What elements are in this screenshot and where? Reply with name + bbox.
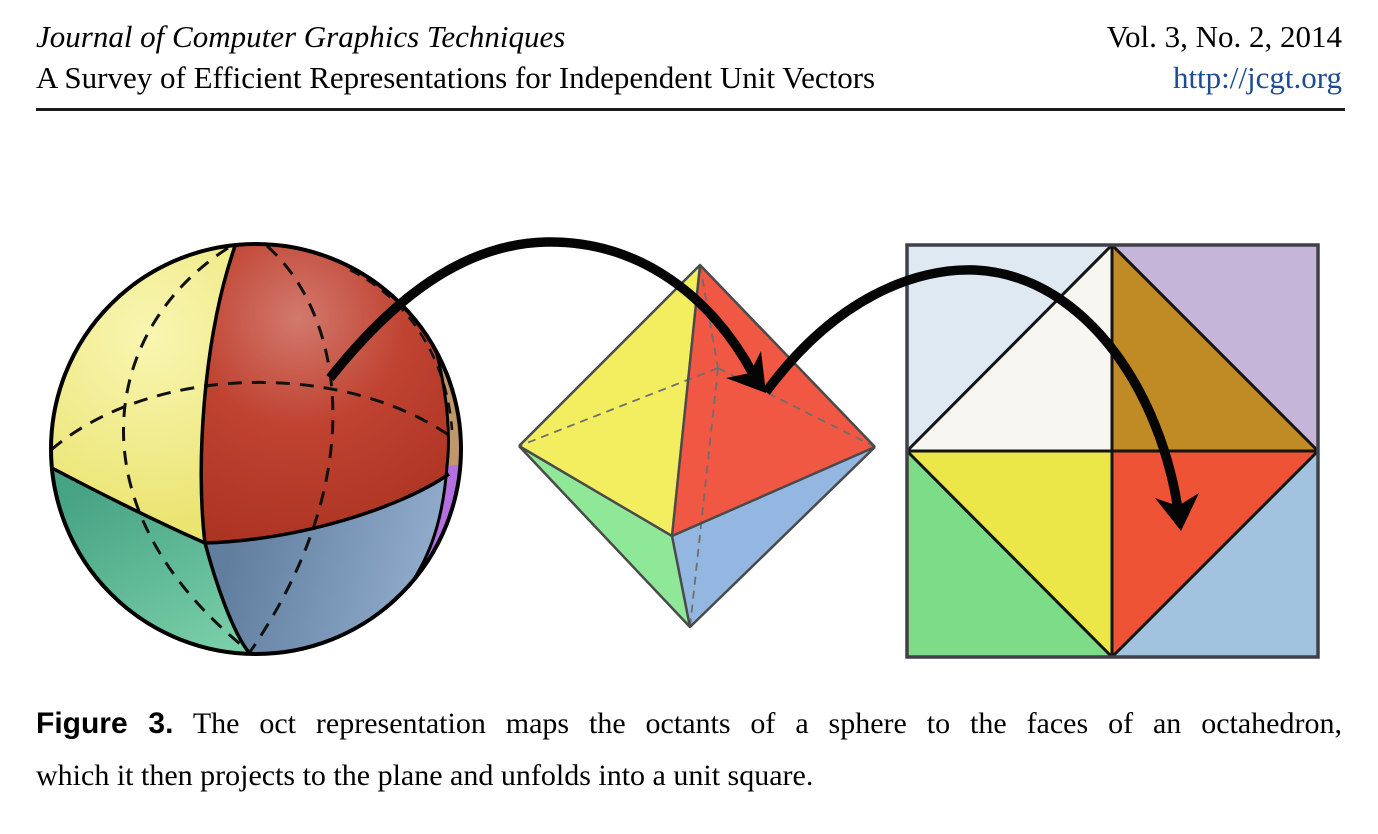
volume-info: Vol. 3, No. 2, 2014	[1106, 19, 1342, 54]
octahedron-face-blue	[672, 447, 875, 627]
arrow-sphere-to-octahedron	[326, 237, 766, 393]
page-header: Journal of Computer Graphics Techniques …	[36, 16, 1342, 98]
octahedron-diagram	[518, 263, 876, 629]
square-border	[905, 243, 1320, 659]
figure-caption: Figure 3. The oct representation maps th…	[36, 698, 1342, 802]
sphere-back-equator-dashed	[51, 380, 451, 452]
caption-line-1: Figure 3. The oct representation maps th…	[36, 698, 1342, 750]
octahedron-edges	[518, 263, 876, 629]
journal-title: Journal of Computer Graphics Techniques	[36, 19, 566, 54]
header-left: Journal of Computer Graphics Techniques …	[36, 16, 875, 98]
sphere-back-meridian-left-dashed	[122, 246, 251, 654]
arrow-octahedron-to-square-curve	[762, 265, 1183, 513]
caption-label: Figure 3.	[36, 707, 174, 740]
journal-url-link[interactable]: http://jcgt.org	[1172, 60, 1342, 95]
sphere-outline	[49, 242, 463, 656]
sphere-back-meridian-middle-dashed	[248, 244, 335, 653]
paper-title: A Survey of Efficient Representations fo…	[36, 60, 876, 95]
octahedron-face-yellow	[519, 265, 700, 536]
arrow-sphere-to-octahedron-curve	[326, 237, 757, 381]
caption-text-line1: The oct representation maps the octants …	[192, 707, 1342, 740]
arrow-octahedron-to-square-head	[1155, 493, 1199, 531]
header-right: Vol. 3, No. 2, 2014 http://jcgt.org	[1107, 16, 1342, 98]
square-fold-lines	[905, 243, 1320, 659]
arrow-sphere-to-octahedron-head	[726, 351, 766, 393]
arrow-octahedron-to-square	[762, 265, 1199, 531]
header-divider	[36, 108, 1345, 111]
caption-text-line2: which it then projects to the plane and …	[36, 759, 814, 792]
sphere-diagram	[49, 242, 463, 656]
unit-square-diagram	[905, 243, 1320, 659]
sphere-front-equator	[51, 466, 450, 545]
sphere-back-meridian-right-dashed	[349, 268, 454, 431]
sphere-front-meridian	[199, 245, 252, 654]
